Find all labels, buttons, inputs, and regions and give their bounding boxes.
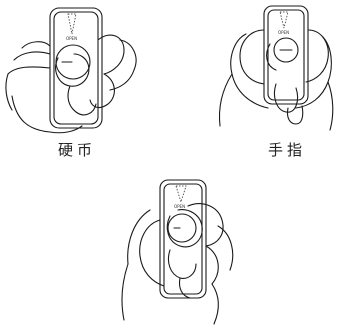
device-open-label: OPEN xyxy=(278,30,289,35)
device-open-label: OPEN xyxy=(174,204,185,209)
coin-icon xyxy=(55,44,91,80)
finger-opening-illustration: OPEN xyxy=(218,5,334,131)
open-arrow-icon xyxy=(175,185,187,204)
device-open-label: OPEN xyxy=(66,36,77,41)
device-inner-edge xyxy=(267,9,305,101)
open-arrow-icon xyxy=(279,11,289,29)
figure-coin: OPEN xyxy=(0,0,150,140)
hands-sliding-illustration: OPEN xyxy=(121,179,234,325)
caption-coin: 硬币 xyxy=(58,141,97,159)
cover-dial-icon xyxy=(167,213,197,243)
figure-slide: OPEN xyxy=(110,170,250,330)
device-inner-edge xyxy=(53,11,99,125)
open-arrow-icon xyxy=(67,13,77,35)
coin-opening-illustration: OPEN xyxy=(5,7,137,134)
caption-finger: 手指 xyxy=(268,141,307,159)
figure-finger: OPEN xyxy=(210,0,339,140)
